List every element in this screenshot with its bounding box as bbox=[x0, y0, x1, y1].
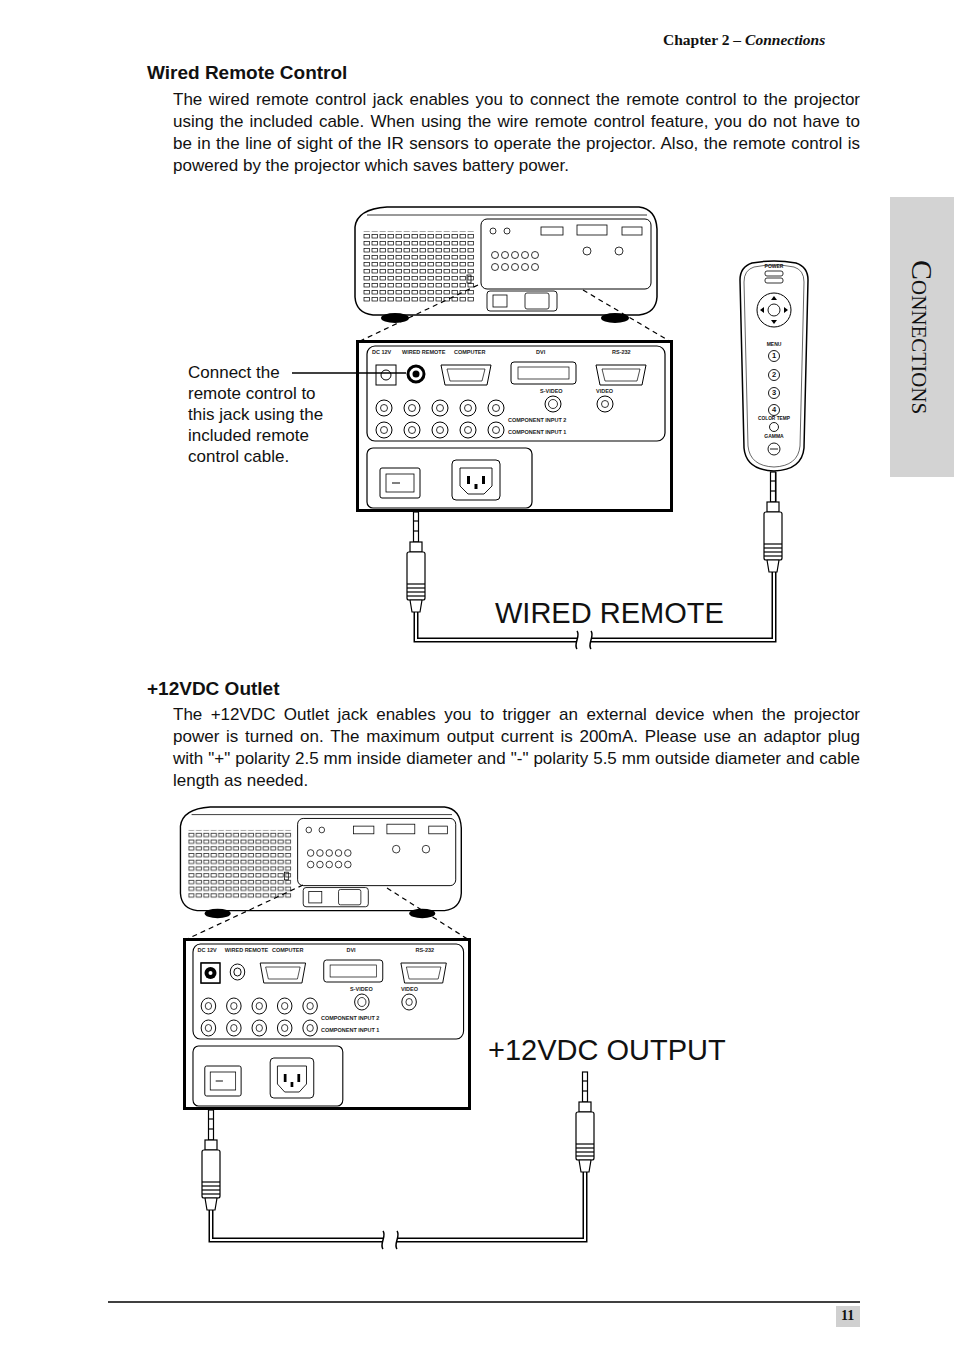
footer-rule bbox=[108, 1301, 860, 1303]
remote-control: POWER MENU 1 2 3 4COLOR TEMP GAMMA bbox=[738, 260, 810, 472]
connector-panel: DC 12V WIRED REMOTE COMPUTER DVI RS-232S-VID… bbox=[183, 938, 471, 1110]
panel-label: WIRED REMOTE bbox=[225, 948, 268, 954]
button-label: COLOR TEMP bbox=[758, 417, 790, 422]
panel-label: VIDEO bbox=[401, 987, 418, 993]
panel-label: DVI bbox=[346, 948, 355, 954]
panel-label: COMPONENT INPUT 1 bbox=[508, 430, 566, 436]
panel-illustration bbox=[183, 938, 471, 1110]
cable-label: +12VDC OUTPUT bbox=[488, 1034, 726, 1067]
button-label: 4 bbox=[772, 406, 776, 414]
button-label: 1 bbox=[772, 352, 776, 360]
zoom-line bbox=[358, 285, 478, 342]
panel-label: COMPONENT INPUT 1 bbox=[321, 1028, 379, 1034]
side-tab: Connections bbox=[890, 197, 954, 477]
panel-label: VIDEO bbox=[596, 389, 613, 395]
panel-label: COMPONENT INPUT 2 bbox=[321, 1016, 379, 1022]
section-heading: +12VDC Outlet bbox=[147, 678, 280, 700]
remote-outline bbox=[738, 260, 810, 472]
callout-text: Connect the remote control to this jack … bbox=[188, 362, 328, 467]
button-label: 2 bbox=[772, 371, 776, 379]
plug bbox=[576, 1072, 594, 1172]
zoom-line bbox=[185, 885, 303, 940]
panel-label: WIRED REMOTE bbox=[402, 350, 445, 356]
leader-line bbox=[292, 372, 406, 374]
projector-illustration bbox=[180, 807, 461, 918]
panel-label: DVI bbox=[536, 350, 545, 356]
wired-remote-jack bbox=[413, 371, 420, 378]
dc-jack bbox=[209, 971, 213, 975]
wired-remote-jack bbox=[408, 366, 424, 382]
panel-label: S-VIDEO bbox=[350, 987, 373, 993]
panel-label: RS-232 bbox=[415, 948, 434, 954]
panel-label: COMPONENT INPUT 2 bbox=[508, 418, 566, 424]
dc-jack bbox=[201, 963, 220, 983]
body-paragraph: The +12VDC Outlet jack enables you to tr… bbox=[173, 704, 860, 792]
panel-label: S-VIDEO bbox=[540, 389, 563, 395]
page-number-box: 11 bbox=[836, 1306, 860, 1327]
cable-break bbox=[382, 1231, 398, 1249]
panel-label: RS-232 bbox=[612, 350, 631, 356]
plug bbox=[764, 472, 782, 572]
panel-label: DC 12V bbox=[198, 948, 217, 954]
cable-break bbox=[576, 631, 592, 649]
dc-jack bbox=[205, 967, 217, 979]
plug bbox=[202, 1110, 220, 1210]
cable-core bbox=[211, 1170, 585, 1240]
panel-label: COMPUTER bbox=[272, 948, 303, 954]
section-tab-label: Connections bbox=[907, 260, 937, 414]
page-number: 11 bbox=[841, 1308, 854, 1325]
panel-label: DC 12V bbox=[372, 350, 391, 356]
button-label: GAMMA bbox=[764, 434, 783, 439]
running-header: Connections bbox=[745, 31, 825, 49]
zoom-line bbox=[583, 290, 671, 342]
running-header: Chapter 2 – bbox=[663, 31, 741, 49]
button-label: 3 bbox=[772, 389, 776, 397]
zoom-line bbox=[387, 888, 469, 940]
projector-illustration bbox=[355, 207, 657, 323]
cable-label: WIRED REMOTE bbox=[495, 597, 724, 630]
body-paragraph: The wired remote control jack enables yo… bbox=[173, 89, 860, 177]
plug bbox=[407, 512, 425, 612]
section-heading: Wired Remote Control bbox=[147, 62, 347, 84]
panel-label: COMPUTER bbox=[454, 350, 485, 356]
connector-panel: DC 12V WIRED REMOTE COMPUTER DVI RS-232S-VID… bbox=[356, 340, 673, 512]
panel-illustration bbox=[356, 340, 673, 512]
button-label: POWER bbox=[765, 264, 784, 269]
cable bbox=[211, 1170, 585, 1240]
button-label: MENU bbox=[767, 342, 782, 347]
